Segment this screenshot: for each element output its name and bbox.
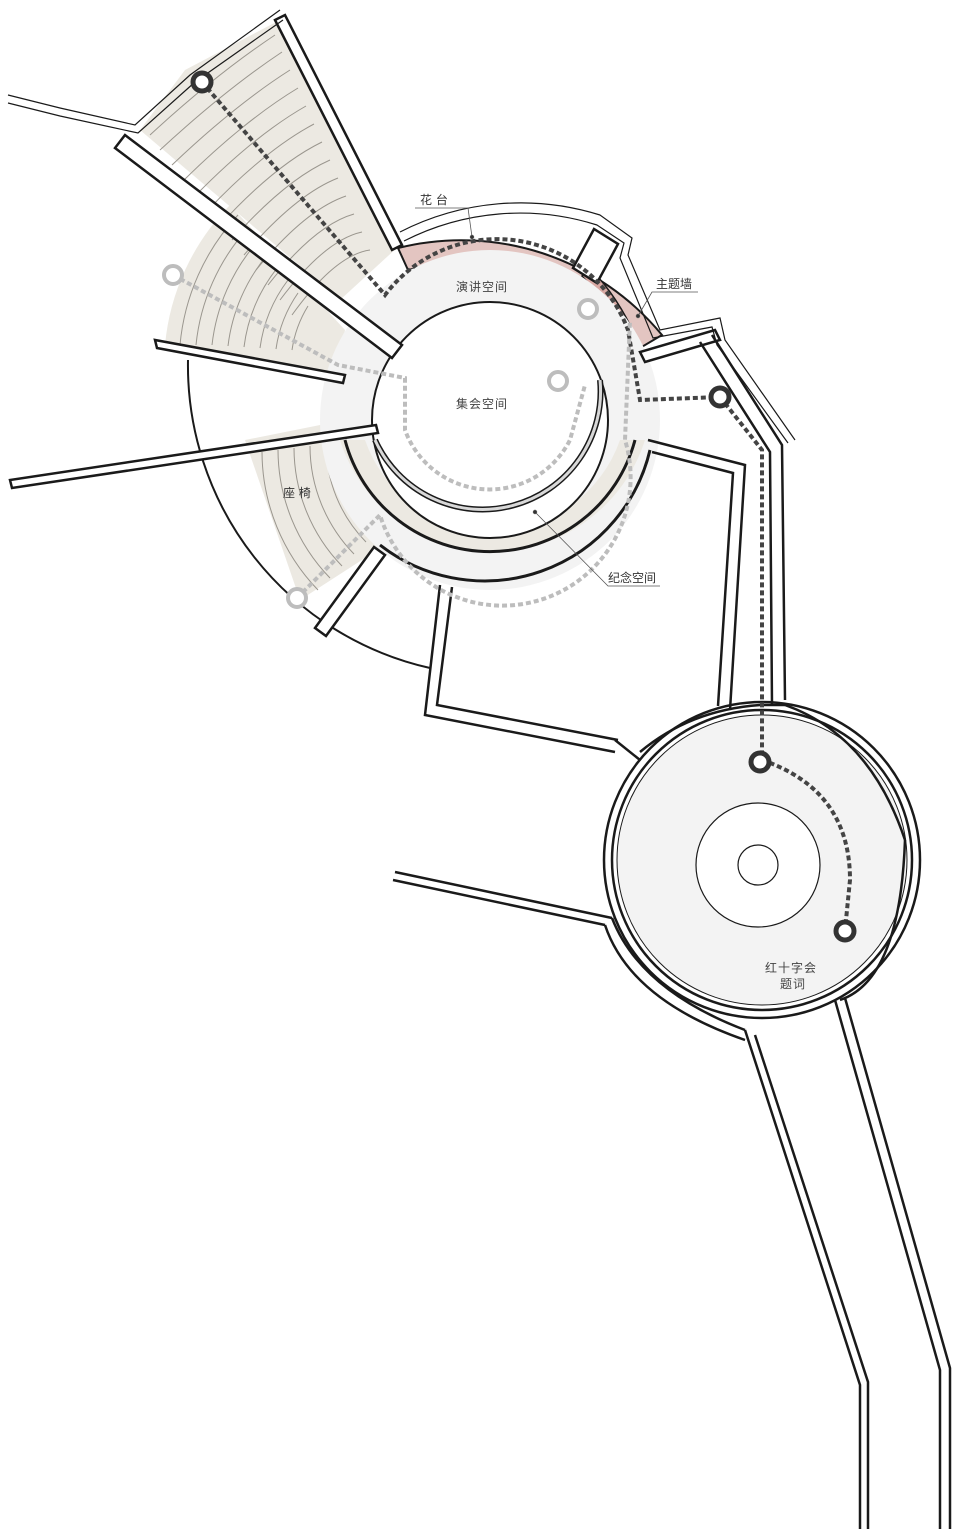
label-seats: 座 椅 <box>283 485 311 500</box>
label-red-cross-line1: 红十字会 <box>765 960 817 975</box>
assembly-inner-ring <box>371 301 609 539</box>
plaza-outer-wall <box>602 700 922 1020</box>
label-planter: 花 台 <box>420 192 448 207</box>
node-light-south <box>286 587 308 609</box>
plaza-connections <box>392 703 952 1529</box>
route-nodes <box>162 70 857 943</box>
wall-southwest <box>313 545 387 638</box>
wall-west-long <box>8 423 380 490</box>
route-dark <box>200 80 853 931</box>
node-dark-end <box>833 919 857 943</box>
outer-ring-wall <box>343 439 637 554</box>
node-light-east <box>577 298 599 320</box>
wall-north-spine <box>273 13 404 252</box>
wall-east-stub <box>638 328 722 364</box>
plaza-outer-wall-2 <box>610 708 914 1012</box>
walls <box>8 13 722 638</box>
node-dark-plaza <box>748 750 772 774</box>
label-theme-wall: 主题墙 <box>656 277 692 291</box>
south-enclosure <box>423 584 641 761</box>
east-corridor-walls <box>647 334 787 711</box>
node-light-center <box>547 370 569 392</box>
node-dark-east <box>708 385 732 409</box>
label-assembly-space: 集会空间 <box>456 396 508 411</box>
west-outer-arc <box>186 359 431 669</box>
outer-boundary <box>7 9 796 444</box>
label-memorial-space: 纪念空间 <box>608 570 656 585</box>
route-light <box>172 273 633 608</box>
memorial-ring <box>340 440 645 552</box>
inner-ring-gap-fill <box>373 379 603 511</box>
label-red-cross-line2: 题词 <box>780 977 806 991</box>
label-lecture-space: 演讲空间 <box>456 279 508 294</box>
plaza-center <box>737 844 779 886</box>
red-cross-plaza <box>602 700 922 1020</box>
wall-diagonal-north <box>113 133 404 360</box>
outer-ring-wall-2 <box>379 449 652 583</box>
seating-left-fill <box>165 205 345 380</box>
node-dark-start <box>190 70 214 94</box>
leader-lines <box>415 207 698 587</box>
node-light-west <box>162 264 184 286</box>
wall-west-short <box>153 338 347 385</box>
